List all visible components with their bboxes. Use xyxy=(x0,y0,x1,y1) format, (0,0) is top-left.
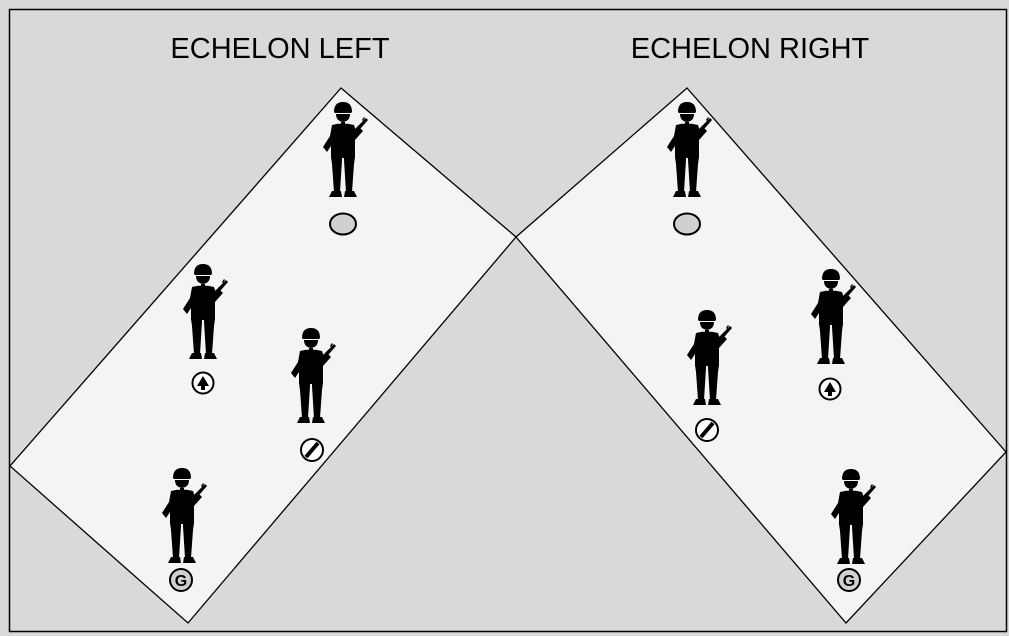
arrow-circle-icon xyxy=(820,379,841,400)
g-circle-icon: G xyxy=(170,569,192,591)
plain-circle-icon xyxy=(674,214,700,235)
plain-circle-icon xyxy=(330,214,356,235)
slash-circle-icon xyxy=(696,419,718,441)
g-circle-letter: G xyxy=(175,573,187,590)
slash-circle-icon xyxy=(301,439,323,461)
g-circle-letter: G xyxy=(843,573,855,590)
echelon-left-title: ECHELON LEFT xyxy=(170,33,389,65)
arrow-circle-icon xyxy=(193,373,214,394)
g-circle-icon: G xyxy=(838,569,860,591)
echelon-right-title: ECHELON RIGHT xyxy=(631,33,870,65)
